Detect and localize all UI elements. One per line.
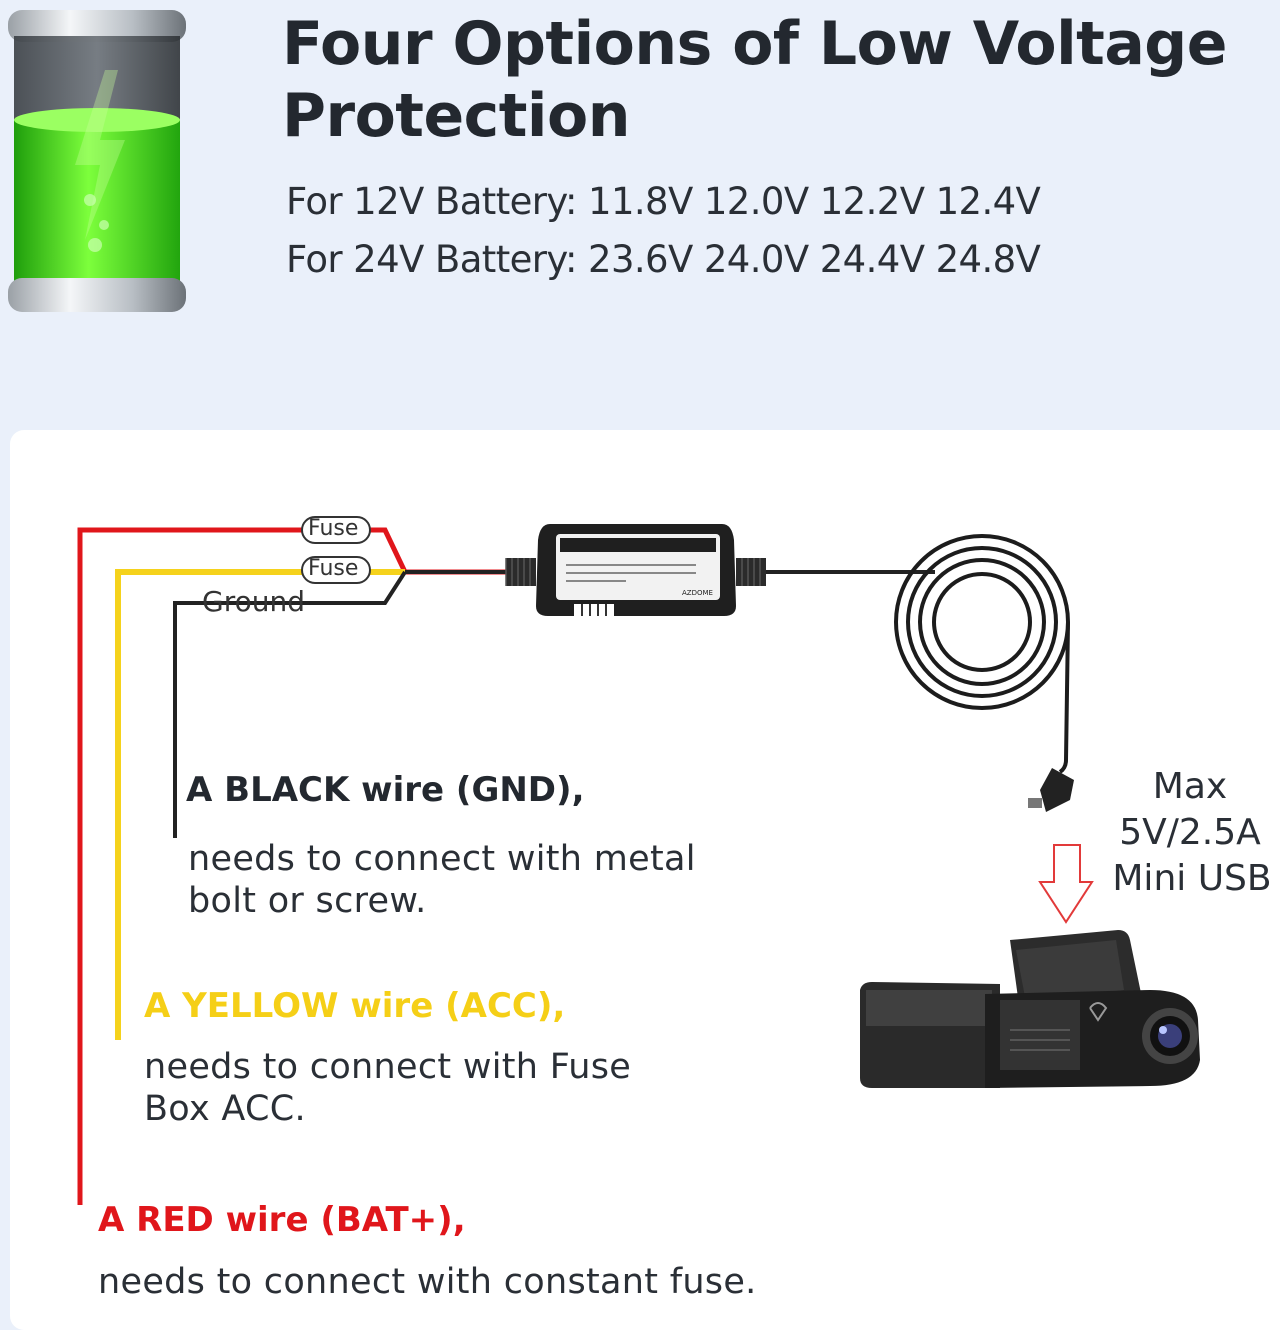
usb-spec-line-1: Max bbox=[1152, 766, 1228, 807]
usb-spec-line-2: 5V/2.5A bbox=[1119, 812, 1261, 853]
title-line-2: Protection bbox=[282, 81, 630, 151]
ground-label: Ground bbox=[202, 585, 305, 618]
black-wire-desc: needs to connect with metal bolt or scre… bbox=[188, 838, 696, 922]
yellow-wire-desc-line-1: needs to connect with Fuse bbox=[144, 1047, 632, 1087]
down-arrow-icon bbox=[1038, 844, 1094, 924]
fuse-1-capsule bbox=[301, 516, 371, 544]
yellow-wire-desc: needs to connect with Fuse Box ACC. bbox=[144, 1046, 631, 1130]
page-title: Four Options of Low Voltage Protection bbox=[282, 8, 1262, 152]
red-wire-title: A RED wire (BAT+), bbox=[98, 1200, 466, 1240]
spec-24v: For 24V Battery: 23.6V 24.0V 24.4V 24.8V bbox=[286, 238, 1041, 281]
coiled-cable bbox=[894, 534, 1070, 710]
hardwire-module bbox=[505, 524, 766, 616]
battery-icon bbox=[8, 10, 186, 312]
black-wire-desc-line-2: bolt or screw. bbox=[188, 881, 427, 921]
yellow-wire-title: A YELLOW wire (ACC), bbox=[144, 986, 566, 1026]
dash-cam-image bbox=[860, 930, 1200, 1088]
module-brand-label: AZDOME bbox=[682, 589, 713, 597]
red-wire-desc: needs to connect with constant fuse. bbox=[98, 1262, 757, 1302]
fuse-2-label: Fuse bbox=[308, 556, 359, 581]
black-wire bbox=[173, 570, 407, 838]
black-wire-desc-line-1: needs to connect with metal bbox=[188, 839, 696, 879]
fuse-1-label: Fuse bbox=[308, 516, 359, 541]
black-wire-title: A BLACK wire (GND), bbox=[186, 770, 585, 810]
fuse-2-capsule bbox=[301, 556, 371, 584]
yellow-wire-desc-line-2: Box ACC. bbox=[144, 1089, 306, 1129]
usb-spec-line-3: Mini USB bbox=[1112, 858, 1272, 899]
title-line-1: Four Options of Low Voltage bbox=[282, 9, 1227, 79]
mini-usb-plug bbox=[1028, 768, 1074, 812]
spec-12v: For 12V Battery: 11.8V 12.0V 12.2V 12.4V bbox=[286, 180, 1041, 223]
wiring-diagram: AZDOME bbox=[77, 516, 1200, 1205]
usb-spec-label: Max 5V/2.5A Mini USB bbox=[1100, 764, 1280, 902]
